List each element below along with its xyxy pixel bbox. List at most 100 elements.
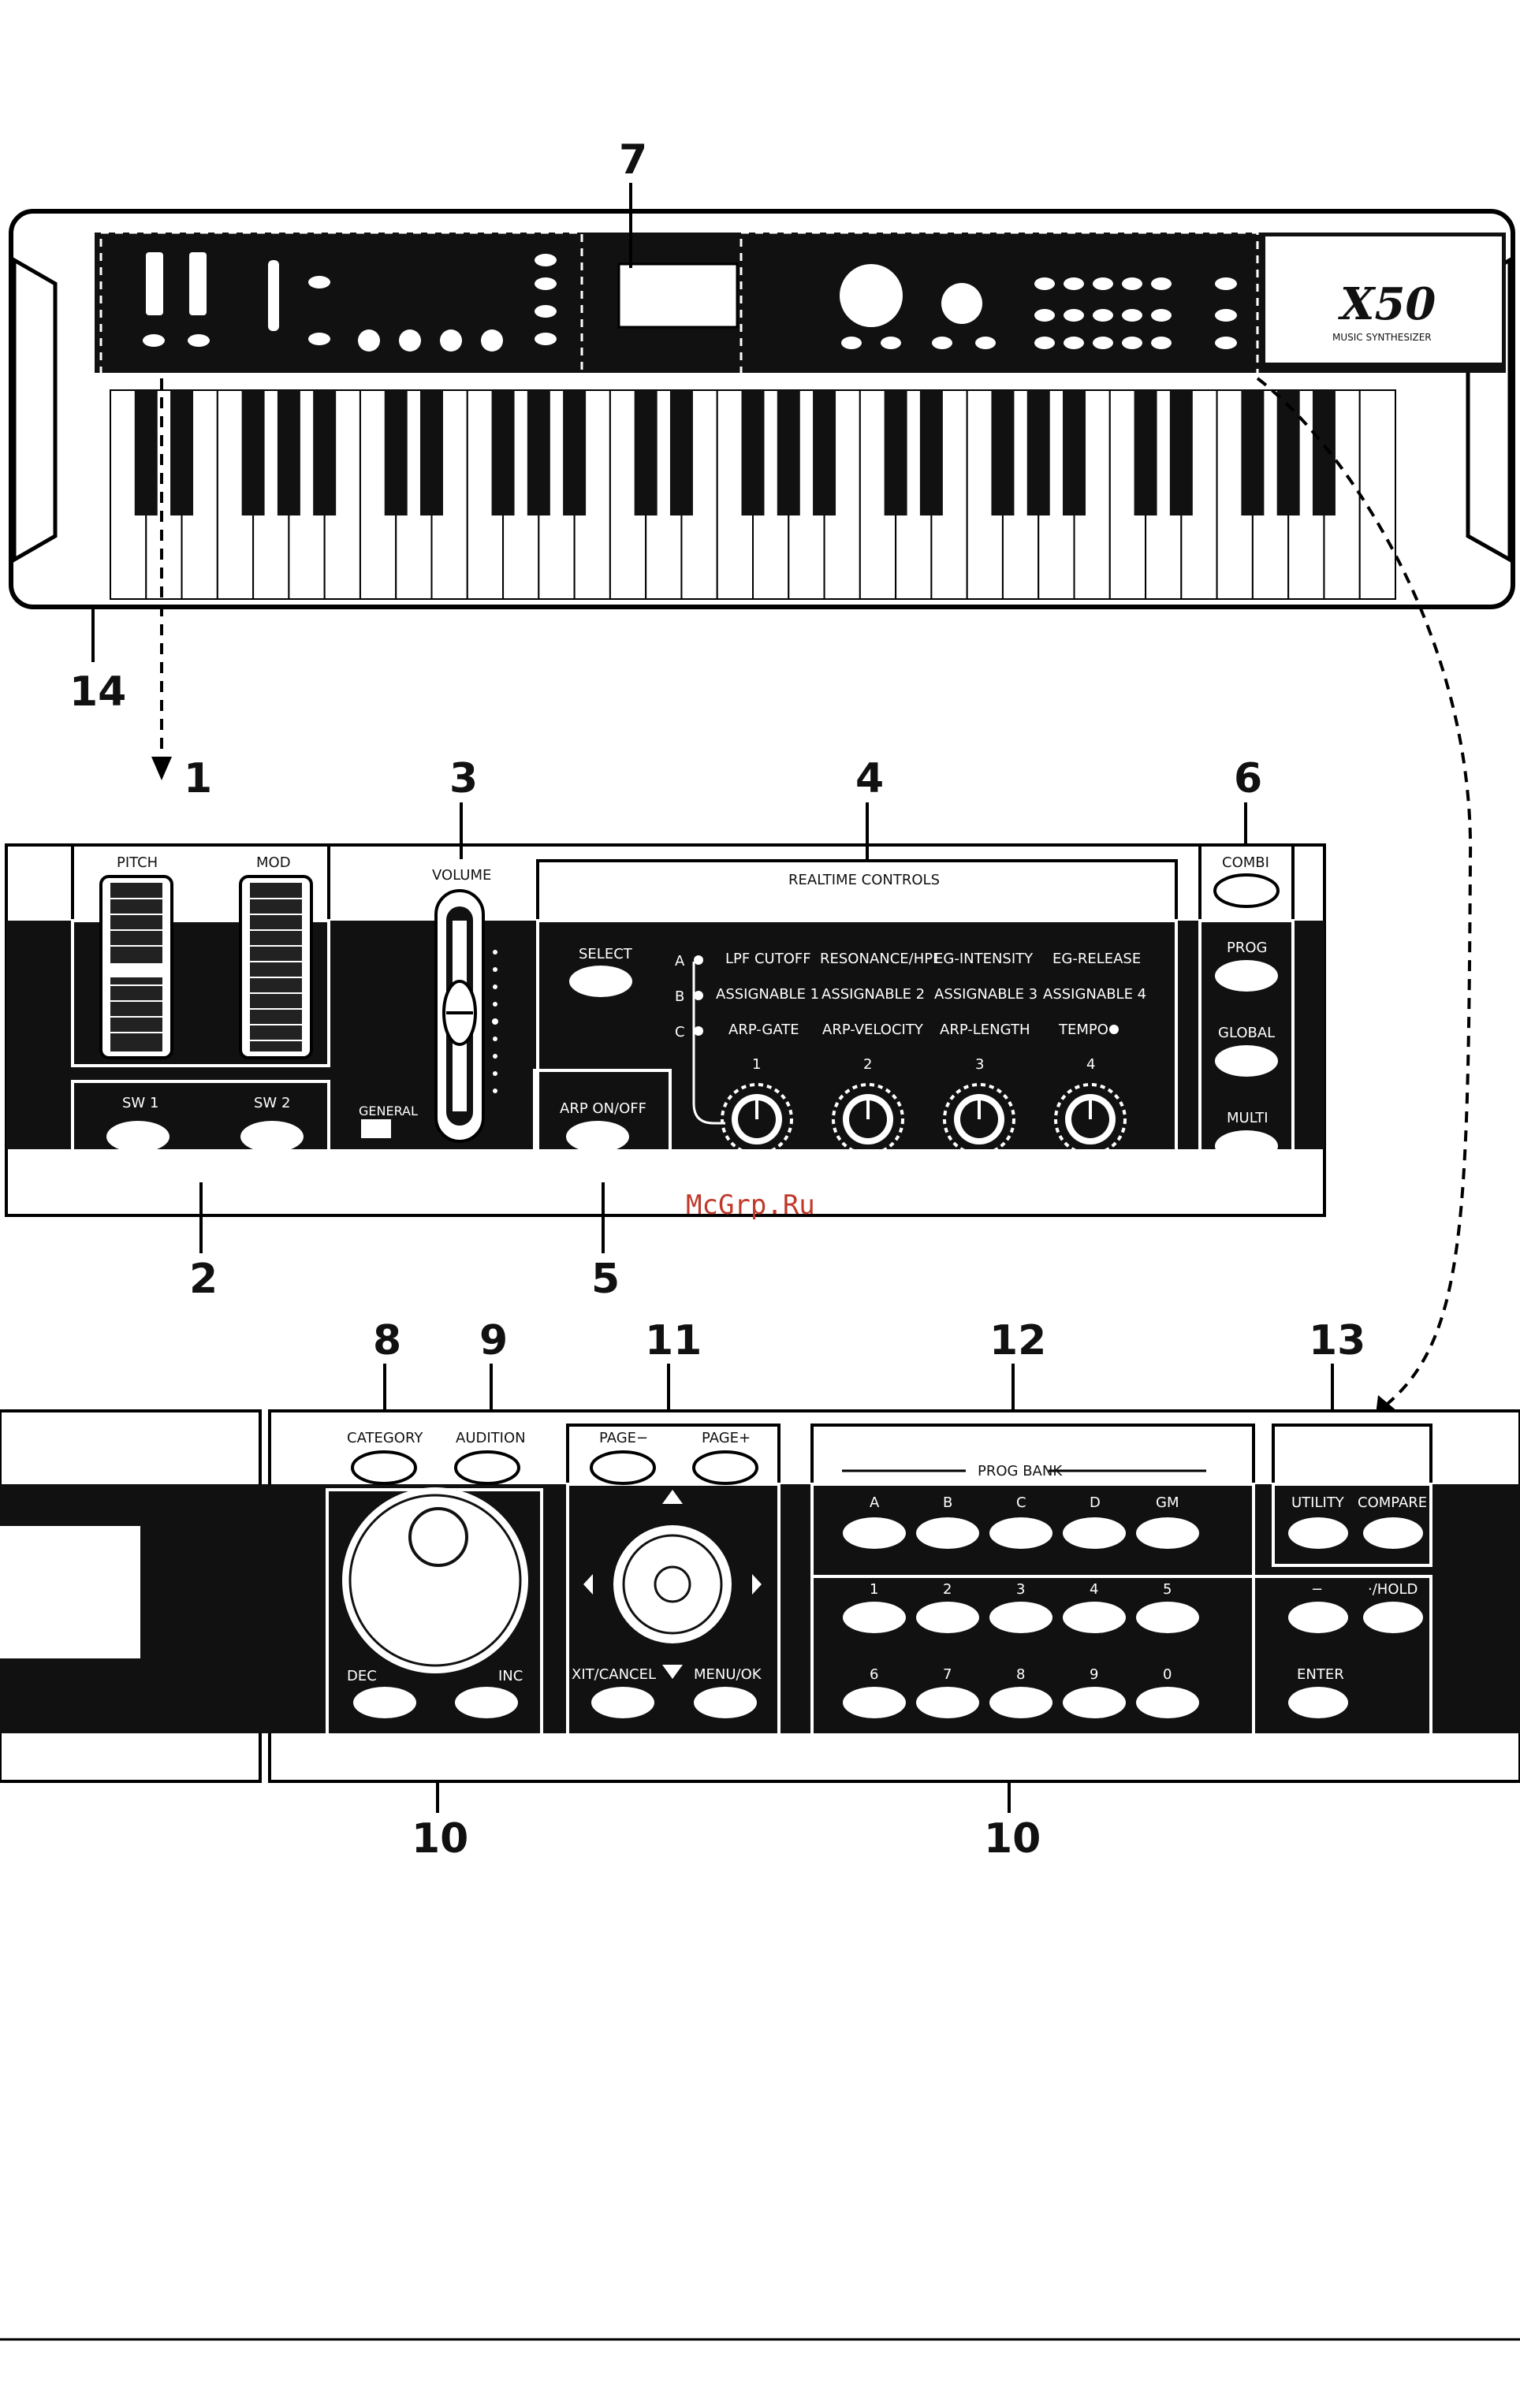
row-c-letter: C [675, 1024, 685, 1040]
black-key [813, 390, 836, 515]
cursor-right-icon[interactable] [752, 1574, 762, 1595]
arp-velocity-label: ARP-VELOCITY [822, 1022, 924, 1038]
watermark: McGrp.Ru [686, 1189, 815, 1221]
cursor-pad[interactable] [613, 1525, 732, 1643]
callout-9: 9 [479, 1317, 508, 1364]
black-key [134, 390, 158, 515]
key-4-button[interactable] [1063, 1602, 1126, 1633]
enter-button[interactable] [1288, 1687, 1348, 1718]
arp-on-off-button[interactable] [566, 1121, 629, 1152]
black-key [491, 390, 515, 515]
eg-release-label: EG-RELEASE [1052, 951, 1141, 967]
mod-wheel[interactable] [239, 875, 313, 1059]
page-minus-label: PAGE− [599, 1430, 648, 1446]
key-6-button[interactable] [843, 1687, 906, 1718]
black-key [634, 390, 658, 515]
bank-c-label: C [1016, 1494, 1026, 1511]
key-3-button[interactable] [989, 1602, 1052, 1633]
value-dial[interactable] [342, 1487, 528, 1673]
cursor-down-icon[interactable] [662, 1665, 683, 1679]
bank-a-button[interactable] [843, 1517, 906, 1549]
bank-gm-button[interactable] [1136, 1517, 1199, 1549]
audition-button[interactable] [454, 1450, 520, 1485]
callout-8: 8 [373, 1317, 401, 1364]
black-key [884, 390, 907, 515]
realtime-section: 1 3 4 6 2 5 PITCH MOD [5, 755, 1326, 1303]
row-b-letter: B [675, 988, 684, 1005]
arp-length-label: ARP-LENGTH [940, 1022, 1030, 1038]
key-2-button[interactable] [916, 1602, 979, 1633]
callout-12: 12 [989, 1317, 1046, 1364]
cursor-up-icon[interactable] [662, 1490, 683, 1504]
bank-b-button[interactable] [916, 1517, 979, 1549]
key-2-label: 2 [943, 1581, 952, 1598]
black-key [277, 390, 300, 515]
keybed [110, 389, 1396, 600]
menu-ok-button[interactable] [694, 1687, 757, 1718]
sw1-label: SW 1 [122, 1095, 158, 1111]
page-minus-button[interactable] [590, 1450, 656, 1485]
key-6-label: 6 [870, 1666, 878, 1683]
arp-label: ARP ON/OFF [560, 1100, 646, 1117]
compare-button[interactable] [1363, 1517, 1423, 1549]
volume-slider[interactable] [434, 889, 485, 1143]
global-button[interactable] [1215, 1045, 1278, 1077]
exit-cancel-button[interactable] [591, 1687, 654, 1718]
prog-button[interactable] [1215, 960, 1278, 992]
inc-label: INC [498, 1668, 523, 1684]
realtime-controls-title: REALTIME CONTROLS [788, 872, 940, 888]
knob-2-label: 2 [863, 1056, 872, 1073]
black-key [420, 390, 443, 515]
realtime-knobs: 1 2 3 4 [721, 1056, 1127, 1156]
category-button[interactable] [351, 1450, 417, 1485]
key-7-button[interactable] [916, 1687, 979, 1718]
black-key [563, 390, 587, 515]
global-label: GLOBAL [1218, 1025, 1275, 1041]
category-label: CATEGORY [347, 1430, 423, 1446]
knob-3[interactable] [943, 1083, 1015, 1156]
sw1-button[interactable] [106, 1121, 170, 1152]
knob-1[interactable] [721, 1083, 793, 1156]
minus-button[interactable] [1288, 1602, 1348, 1633]
key-0-button[interactable] [1136, 1687, 1199, 1718]
select-button[interactable] [569, 966, 632, 997]
callout-6: 6 [1234, 755, 1262, 802]
key-3-label: 3 [1016, 1581, 1025, 1598]
key-1-button[interactable] [843, 1602, 906, 1633]
multi-button[interactable] [1215, 1130, 1278, 1162]
compare-label: COMPARE [1358, 1494, 1427, 1511]
bank-c-button[interactable] [989, 1517, 1052, 1549]
black-key [1276, 390, 1300, 515]
minus-label: − [1311, 1581, 1323, 1598]
knob-2[interactable] [832, 1083, 904, 1156]
combi-button[interactable] [1213, 873, 1280, 908]
hold-button[interactable] [1363, 1602, 1423, 1633]
black-key [384, 390, 408, 515]
key-8-button[interactable] [989, 1687, 1052, 1718]
callout-11: 11 [645, 1317, 702, 1364]
knob-1-label: 1 [752, 1056, 761, 1073]
black-key [170, 390, 194, 515]
hold-label: ·/HOLD [1368, 1581, 1418, 1598]
select-label: SELECT [579, 946, 633, 962]
pitch-wheel[interactable] [99, 875, 173, 1059]
bank-d-button[interactable] [1063, 1517, 1126, 1549]
page-plus-button[interactable] [692, 1450, 758, 1485]
sw2-button[interactable] [240, 1121, 304, 1152]
prog-bank-buttons: A B C D GM [843, 1494, 1199, 1549]
inc-button[interactable] [455, 1687, 518, 1718]
key-5-button[interactable] [1136, 1602, 1199, 1633]
knob-4[interactable] [1054, 1083, 1127, 1156]
combi-label: COMBI [1222, 854, 1269, 871]
dec-button[interactable] [353, 1687, 416, 1718]
bank-a-label: A [870, 1494, 880, 1511]
cursor-left-icon[interactable] [583, 1574, 593, 1595]
utility-button[interactable] [1288, 1517, 1348, 1549]
lcd-display [0, 1526, 140, 1658]
multi-label: MULTI [1227, 1110, 1269, 1126]
enter-label: ENTER [1297, 1666, 1344, 1683]
key-9-button[interactable] [1063, 1687, 1126, 1718]
key-8-label: 8 [1016, 1666, 1025, 1683]
callout-2: 2 [189, 1256, 218, 1303]
